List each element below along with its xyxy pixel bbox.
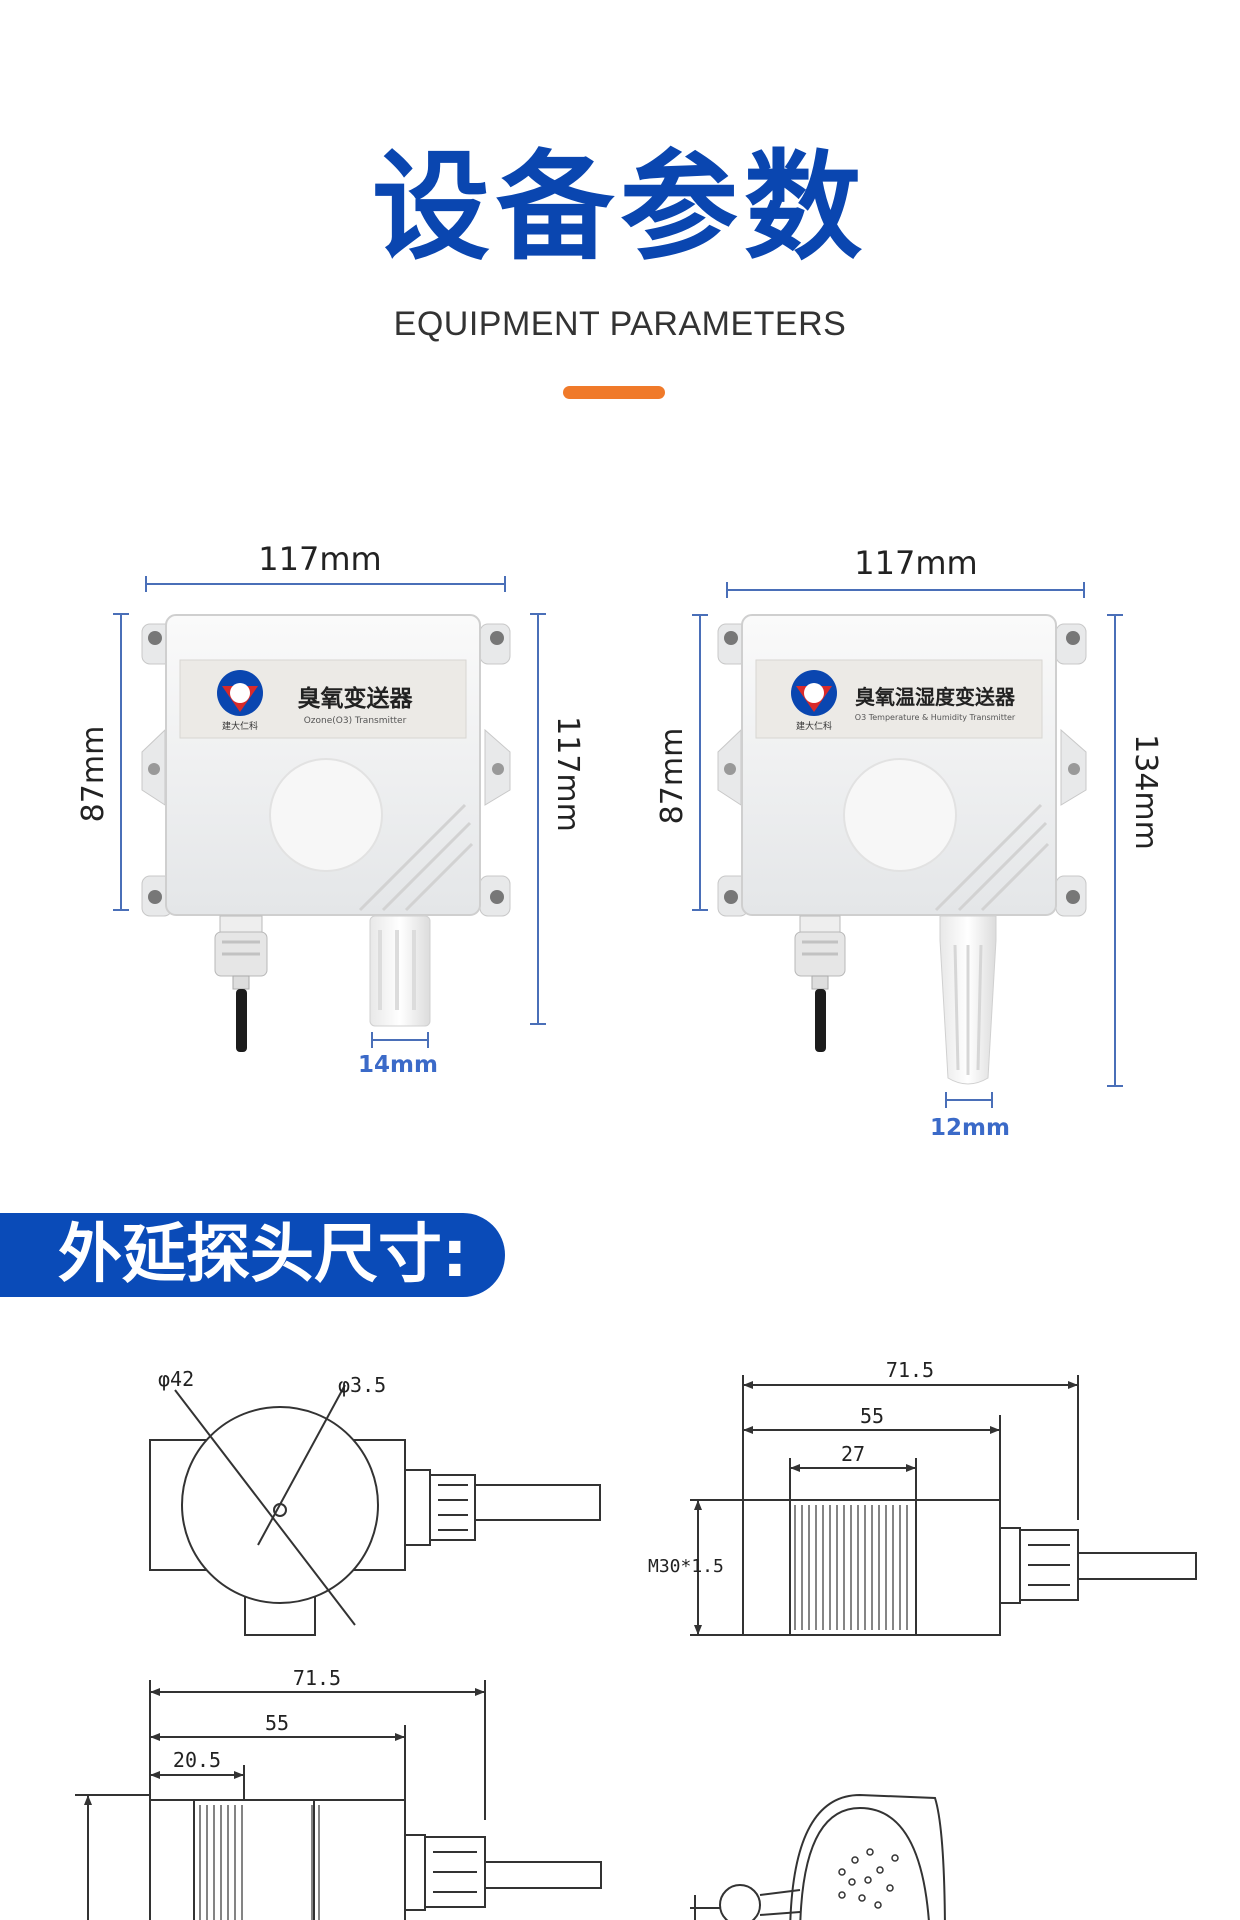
rear-view-drawing <box>690 1793 946 1920</box>
bottom-dim-overall-label: 71.5 <box>293 1666 341 1690</box>
device-dimension-figures: 117mm 87mm 117mm 建大仁科 臭氧变送器 Ozone(O3) Tr… <box>76 540 1163 1141</box>
page-title: 设备参数 <box>371 138 868 276</box>
thread-spec-label: M30*1.5 <box>648 1556 724 1577</box>
top-dim-overall-label: 71.5 <box>886 1358 934 1382</box>
device-1-width-label: 117mm <box>258 540 381 578</box>
device-2-body-height-label: 87mm <box>655 728 690 825</box>
side-view-bottom-drawing <box>75 1680 602 1920</box>
device-2-probe-width-label: 12mm <box>930 1115 1010 1141</box>
device-1-label-en: Ozone(O3) Transmitter <box>304 716 407 726</box>
device-2-width-label: 117mm <box>854 544 977 582</box>
bottom-dim-body-label: 55 <box>265 1711 289 1735</box>
side-view-top-drawing <box>690 1375 1197 1636</box>
device-1-probe-width-label: 14mm <box>358 1052 438 1078</box>
front-diameter-hole-label: φ3.5 <box>338 1373 386 1397</box>
device-2-brand: 建大仁科 <box>796 720 832 732</box>
section-banner <box>0 1213 505 1297</box>
device-1-body-height-label: 87mm <box>76 726 111 823</box>
top-dim-body-label: 55 <box>860 1404 884 1428</box>
front-view-drawing <box>149 1384 601 1636</box>
top-dim-thread-label: 27 <box>841 1442 865 1466</box>
accent-divider <box>563 386 665 399</box>
device-1-total-height-label: 117mm <box>550 716 585 832</box>
device-1-brand: 建大仁科 <box>222 720 258 732</box>
device-2-total-height-label: 134mm <box>1128 734 1163 850</box>
page-subtitle: EQUIPMENT PARAMETERS <box>393 305 847 343</box>
device-2-label-en: O3 Temperature & Humidity Transmitter <box>855 713 1016 722</box>
section-banner-title: 外延探头尺寸: <box>58 1218 468 1292</box>
device-1: 117mm 87mm 117mm 建大仁科 臭氧变送器 Ozone(O3) Tr… <box>76 540 585 1078</box>
device-2-label-cn: 臭氧温湿度变送器 <box>855 685 1016 709</box>
device-2: 117mm 87mm 134mm 建大仁科 臭氧温湿度变送器 O3 Temper… <box>655 544 1163 1141</box>
front-diameter-outer-label: φ42 <box>158 1367 194 1391</box>
bottom-dim-thread-label: 20.5 <box>173 1748 221 1772</box>
probe-technical-drawings: φ42 φ3.5 71.5 55 27 M30*1.5 71.5 55 20.5 <box>75 1358 1197 1920</box>
device-1-label-cn: 臭氧变送器 <box>298 685 414 712</box>
